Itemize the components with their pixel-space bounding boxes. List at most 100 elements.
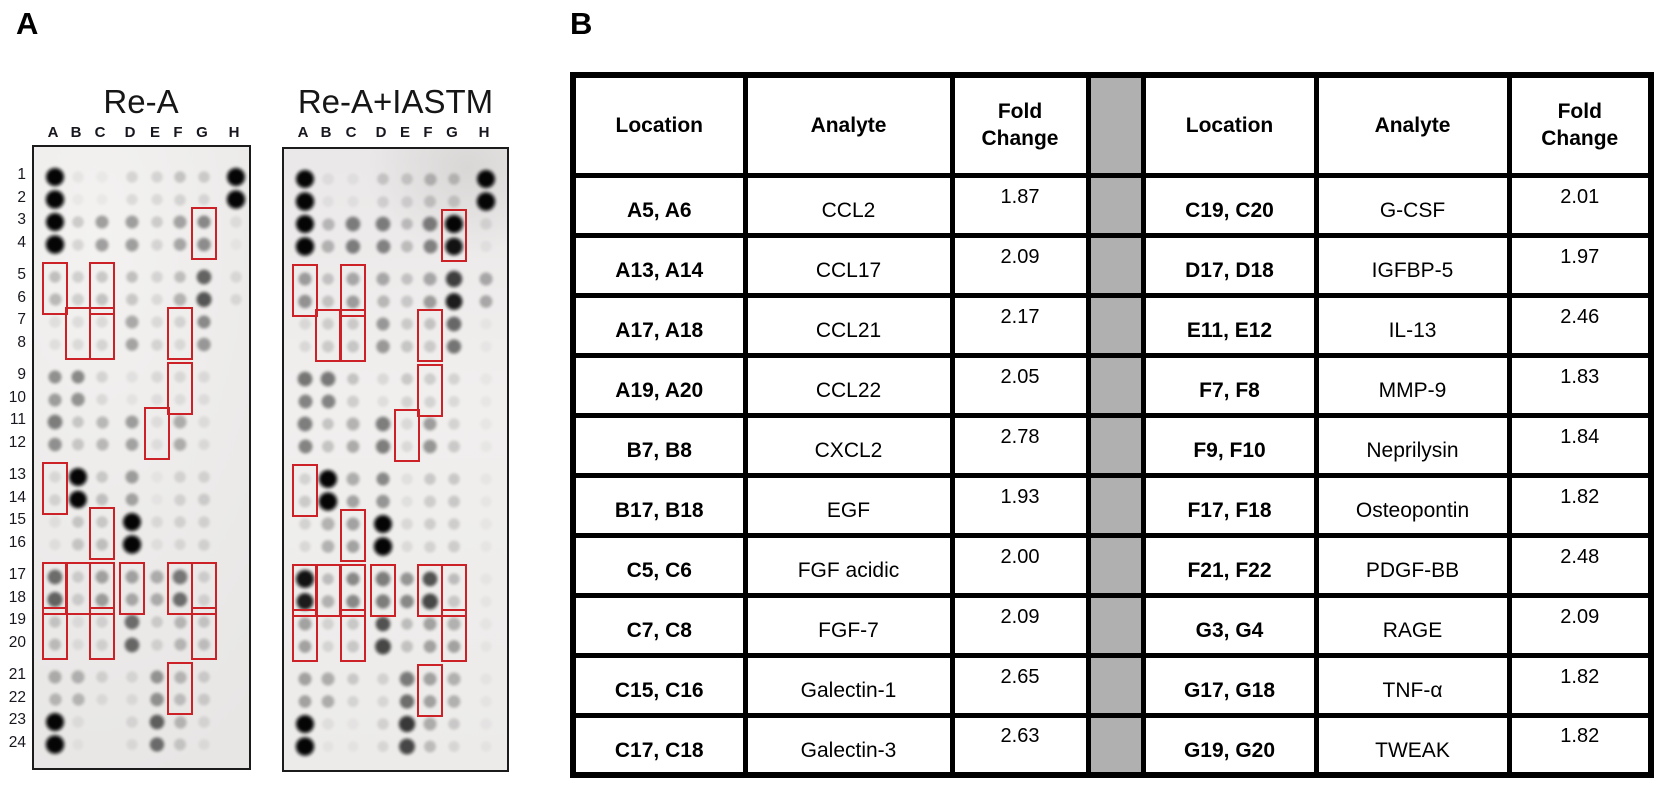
array-spot: [70, 692, 86, 707]
array-spot: [196, 669, 212, 685]
array-spot: [197, 192, 211, 207]
spacer-cell: [1085, 652, 1146, 718]
array-spot: [375, 294, 391, 309]
highlight-box-a13: [42, 462, 68, 515]
fold-change-cell: 2.00: [949, 532, 1091, 598]
array-spot: [446, 716, 462, 732]
array-row-label: 20: [8, 633, 26, 651]
array-spot: [197, 537, 211, 552]
location-cell: A19, A20: [570, 352, 748, 418]
fold-change-cell: 1.93: [949, 472, 1091, 538]
fold-change-cell: 1.84: [1506, 412, 1654, 478]
array-row-label: 6: [17, 288, 26, 306]
array-spot: [48, 315, 62, 329]
array-spot: [320, 538, 336, 555]
array-spot: [172, 637, 188, 652]
array-spot: [320, 294, 336, 309]
array-spot: [479, 217, 493, 231]
array-spot: [172, 214, 188, 230]
highlight-box-f17: [167, 562, 193, 615]
spacer-cell: [1085, 172, 1146, 238]
array-spot: [345, 639, 361, 654]
array-spot: [150, 537, 164, 552]
analyte-cell: Galectin-3: [742, 712, 955, 778]
array-spot: [294, 591, 316, 612]
fold-change-cell: 1.97: [1506, 232, 1654, 298]
array-spot: [173, 515, 187, 529]
highlight-box-c19: [89, 607, 115, 660]
array-spot: [148, 735, 166, 754]
array-spot: [376, 739, 390, 754]
analyte-cell: CCL21: [742, 292, 955, 358]
spacer-cell: [1085, 712, 1146, 778]
array-spot: [172, 714, 188, 730]
array-spot: [421, 215, 439, 233]
array-spot: [399, 339, 415, 354]
array-spot: [125, 692, 139, 707]
array-column-label: C: [345, 124, 357, 141]
array-spot: [376, 372, 390, 386]
array-spot: [446, 439, 462, 454]
array-spot: [172, 169, 188, 185]
array-spot: [373, 614, 393, 634]
analyte-cell: CCL2: [742, 172, 955, 238]
array-spot: [125, 392, 139, 407]
array-spot: [48, 492, 62, 507]
array-spot: [194, 290, 214, 309]
array-spot: [479, 394, 493, 409]
array-spot: [94, 492, 110, 507]
array-spot: [447, 739, 461, 754]
array-spot: [43, 165, 67, 189]
array-spot: [124, 269, 140, 285]
array-spot: [148, 668, 166, 686]
array-spot: [421, 438, 439, 455]
analyte-cell: TNF-α: [1313, 652, 1512, 718]
array-spot: [374, 315, 392, 333]
array-spot: [479, 694, 493, 709]
array-spot: [399, 216, 415, 232]
fold-change-cell: 2.05: [949, 352, 1091, 418]
fold-change-cell: 1.83: [1506, 352, 1654, 418]
array-spot: [399, 239, 415, 254]
array-spot: [197, 470, 211, 484]
array-spot: [345, 471, 361, 487]
array-spot: [293, 235, 317, 258]
highlight-box-f7: [417, 309, 443, 362]
fold-change-cell: 2.09: [949, 592, 1091, 658]
array-spot: [376, 672, 390, 686]
array-spot: [422, 471, 438, 487]
highlight-box-e11: [394, 409, 420, 462]
array-column-label: A: [297, 124, 309, 141]
spacer-cell: [1085, 412, 1146, 478]
highlight-box-g3: [191, 207, 217, 260]
array-spot: [172, 692, 188, 707]
highlight-box-a19: [42, 607, 68, 660]
analyte-cell: IGFBP-5: [1313, 232, 1512, 298]
array-row-label: 11: [9, 411, 26, 428]
array-spot: [294, 568, 316, 590]
array-spot: [123, 635, 141, 654]
highlight-box-b17: [65, 562, 91, 615]
array-column-label: C: [94, 124, 106, 141]
array-spot: [319, 370, 337, 388]
array-spot: [123, 613, 141, 631]
array-spot: [446, 638, 462, 655]
array-row-label: 19: [8, 611, 26, 628]
array-spot: [446, 616, 462, 632]
array-column-label: B: [320, 124, 332, 141]
analyte-cell: CXCL2: [742, 412, 955, 478]
location-cell: E11, E12: [1140, 292, 1319, 358]
array-spot: [479, 639, 493, 654]
array-spot: [48, 337, 62, 352]
array-spot: [298, 517, 312, 531]
array-row-label: 18: [8, 588, 26, 606]
array-spot: [150, 237, 164, 252]
array-spot: [446, 471, 462, 487]
array-spot: [446, 516, 462, 532]
location-cell: F21, F22: [1140, 532, 1319, 598]
array-spot: [171, 590, 189, 609]
array-spot: [399, 171, 415, 187]
array-spot: [422, 693, 438, 710]
array-column-label: A: [47, 124, 59, 141]
